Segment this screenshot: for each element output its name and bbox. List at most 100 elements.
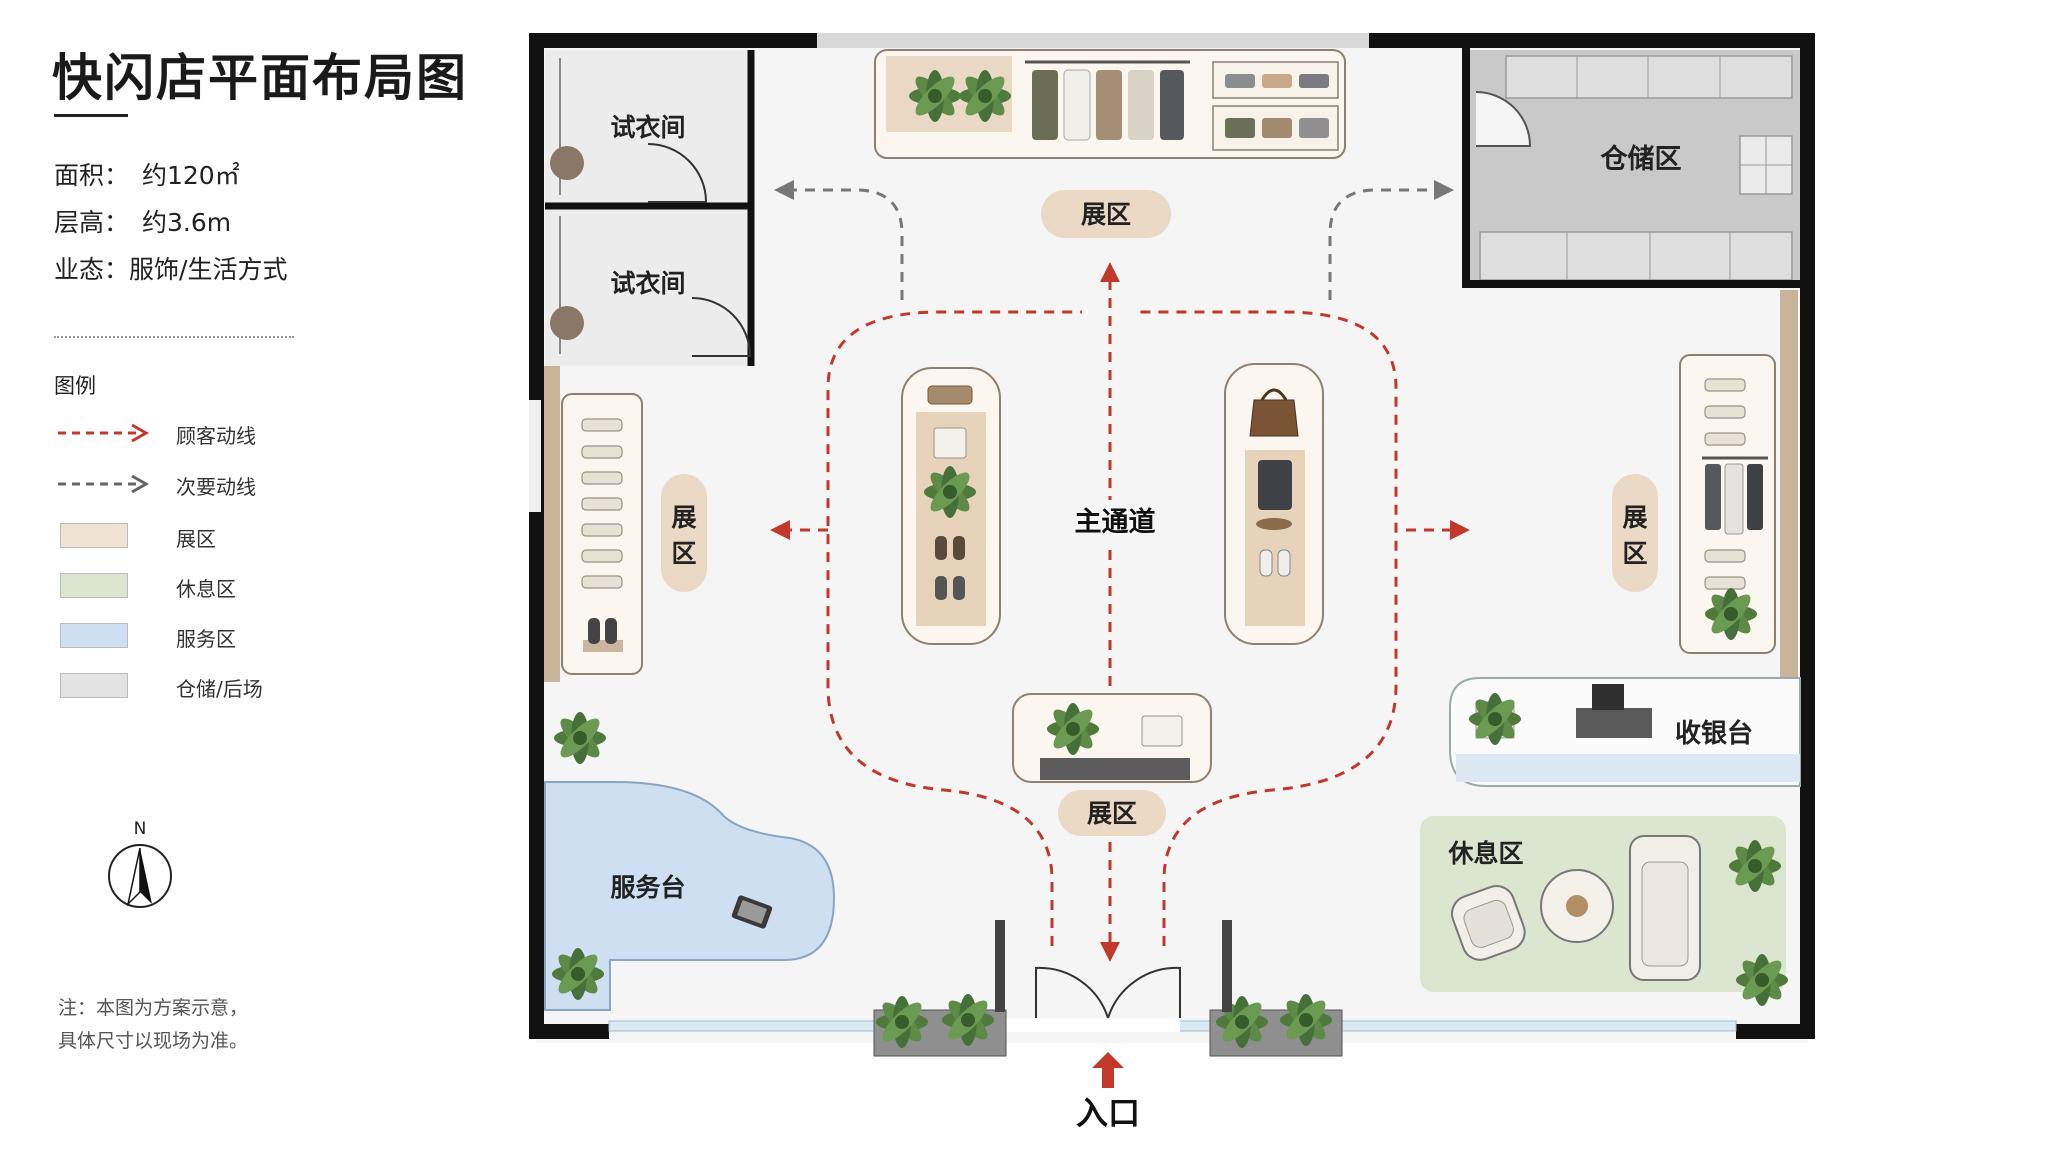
shoe-icon [1277, 549, 1291, 577]
service-desk-area [544, 781, 836, 1011]
shoe-icon [1259, 549, 1273, 577]
belt-icon [1256, 518, 1292, 530]
bollard-icon [995, 920, 1005, 1012]
coat-icon [1705, 464, 1721, 530]
customer-flow [770, 262, 1470, 962]
legend-lounge: 休息区 [54, 571, 354, 601]
spec-type: 业态：服饰/生活方式 [54, 250, 287, 286]
storage-shelf-bottom [1479, 231, 1793, 281]
entrance-opening [1000, 1018, 1180, 1032]
display-tag-top [1041, 190, 1171, 238]
plant-icon [1280, 994, 1332, 1046]
plant-icon [959, 70, 1011, 122]
lounge-label: 休息区 [1447, 839, 1523, 868]
shoe-icon [953, 536, 965, 560]
fitting-door-2 [691, 297, 752, 357]
red-dashed-arrow-icon [58, 423, 150, 443]
legend-label: 仓储/后场 [176, 677, 263, 701]
monitor-icon [1592, 684, 1624, 710]
display-tag-right-char-2: 区 [1622, 539, 1647, 568]
title-underline [54, 114, 128, 117]
legend-label: 次要动线 [176, 475, 256, 499]
bollard-icon [1222, 920, 1232, 1012]
sidebar: 快闪店平面布局图 面积： 约120㎡ 层高： 约3.6m 业态：服饰/生活方式 图例… [0, 0, 520, 1152]
spec-type-value: 服饰/生活方式 [129, 255, 288, 284]
note-line-2: 具体尺寸以现场为准。 [58, 1030, 249, 1052]
coat-icon [1747, 464, 1763, 530]
coat-icon [1096, 70, 1122, 140]
entrance-door-left [1035, 966, 1109, 1019]
fitting-room-1-label: 试衣间 [610, 113, 685, 142]
plant-icon [909, 70, 961, 122]
entrance-label: 入口 [1076, 1094, 1140, 1132]
display-tag-left-char-2: 区 [671, 539, 696, 568]
spec-area: 面积： 约120㎡ [54, 156, 240, 192]
note-line-1: 注：本图为方案示意， [58, 997, 249, 1019]
legend-label: 顾客动线 [176, 424, 256, 448]
legend-service: 服务区 [54, 621, 354, 651]
fitting-door-1 [647, 143, 708, 203]
legend-label: 服务区 [176, 627, 236, 651]
storage-shelf-top [1505, 55, 1793, 99]
coat-icon [1128, 70, 1154, 140]
folded-shirt-icon [933, 427, 967, 459]
coat-icon [1160, 70, 1184, 140]
plant-icon [924, 466, 976, 518]
display-tag-right [1612, 474, 1658, 592]
spec-area-key: 面积： [54, 161, 130, 190]
plant-icon [876, 996, 928, 1048]
plant-icon [554, 712, 606, 764]
entrance-door-right [1107, 966, 1181, 1019]
plant-icon [1469, 693, 1521, 745]
legend-storage: 仓储/后场 [54, 671, 354, 701]
stool-icon [550, 146, 584, 180]
coat-icon [1724, 463, 1744, 535]
service-swatch [60, 623, 128, 648]
shoe-icon [953, 576, 965, 600]
shoe-icon [935, 576, 947, 600]
lounge-swatch [60, 573, 128, 598]
cash-register-icon [1576, 708, 1652, 738]
plant-icon [1047, 703, 1099, 755]
display-swatch [60, 523, 128, 548]
armchair-icon [1451, 885, 1526, 961]
spec-height-key: 层高： [54, 208, 130, 237]
spec-height-value: 约3.6m [142, 208, 232, 237]
display-tag-bottom-label: 展区 [1087, 799, 1137, 828]
display-tag-top-label: 展区 [1081, 200, 1131, 229]
note: 注：本图为方案示意， 具体尺寸以现场为准。 [58, 992, 248, 1058]
entrance-arrow-icon [1092, 1052, 1124, 1088]
stool-icon [550, 306, 584, 340]
display-tag-left [661, 474, 707, 592]
spec-type-key: 业态： [54, 255, 130, 284]
service-desk-label: 服务台 [610, 873, 685, 902]
main-aisle-label: 主通道 [1075, 506, 1156, 538]
shoe-icon [588, 618, 600, 644]
fitting-room-2-label: 试衣间 [610, 269, 685, 298]
shoe-icon [605, 618, 617, 644]
spec-area-value: 约120㎡ [142, 161, 240, 190]
gray-dashed-arrow-icon [58, 474, 150, 494]
display-tag-right-char-1: 展 [1622, 503, 1647, 532]
coat-icon [1063, 69, 1091, 141]
compass-label: N [134, 819, 147, 839]
coat-icon [1032, 70, 1058, 140]
storage-label: 仓储区 [1600, 144, 1682, 175]
handbag-icon [1249, 399, 1299, 437]
sidebar-divider [54, 336, 294, 338]
display-tag-left-char-1: 展 [671, 503, 696, 532]
storage-swatch [60, 673, 128, 698]
folded-shirt-icon [1141, 715, 1183, 747]
page-title: 快闪店平面布局图 [52, 49, 468, 107]
exterior-walls [529, 33, 1815, 1039]
shoe-icon [935, 536, 947, 560]
cashier-label: 收银台 [1675, 718, 1753, 749]
legend-title: 图例 [54, 374, 96, 398]
legend-label: 展区 [176, 527, 216, 551]
legend-label: 休息区 [176, 577, 236, 601]
jacket-icon [1258, 460, 1292, 510]
plant-icon [1736, 954, 1788, 1006]
spec-height: 层高： 约3.6m [54, 203, 231, 239]
plant-icon [1705, 588, 1757, 640]
